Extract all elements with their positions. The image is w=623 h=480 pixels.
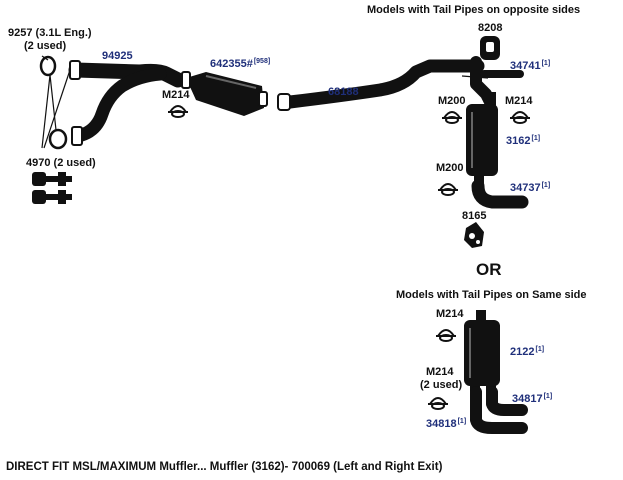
part-34817-number: 34817 (512, 393, 543, 405)
clamp-m214-upper-label: M214 (505, 95, 533, 107)
catalytic-converter-642355 (181, 71, 268, 116)
part-34741-label: 34741[1] (510, 60, 550, 72)
part-68188-label: 68188 (328, 86, 359, 98)
clamp-m214-2used-qty: (2 used) (420, 379, 463, 391)
clamps-upper-shape (442, 111, 530, 124)
tail-pipes-same-side-shape (470, 386, 528, 434)
part-34818-label: 34818[1] (426, 418, 466, 430)
header-opposite-sides: Models with Tail Pipes on opposite sides (367, 4, 581, 16)
part-2122-number: 2122 (510, 346, 535, 358)
gasket-9257-shape (39, 55, 57, 77)
bolt-4970-label: 4970 (2 used) (26, 157, 96, 169)
hanger-8208-shape (480, 36, 500, 60)
clamp-m214-same-side-label: M214 (436, 308, 464, 320)
part-2122-label: 2122[1] (510, 346, 544, 358)
part-642355-label: 642355#[958] (210, 58, 270, 70)
or-divider: OR (476, 260, 502, 279)
hanger-8165-shape (464, 222, 484, 248)
part-34818-number: 34818 (426, 418, 457, 430)
part-34737-note: [1] (541, 182, 551, 189)
y-pipe-94925 (68, 62, 186, 143)
pipe-68188-joint (277, 93, 291, 111)
muffler-2122-shape (464, 310, 500, 394)
bolts-4970-shape (32, 172, 72, 204)
diagram-caption: DIRECT FIT MSL/MAXIMUM Muffler... Muffle… (6, 461, 443, 473)
part-3162-note: [1] (531, 135, 541, 142)
label-9257: 9257 (3.1L Eng.) (8, 27, 92, 39)
part-34741-note: [1] (541, 60, 551, 67)
clamp-m214-left-label: M214 (162, 89, 190, 101)
clamp-m200-upper-label: M200 (438, 95, 466, 107)
part-34737-number: 34737 (510, 182, 541, 194)
hanger-8165-label: 8165 (462, 210, 487, 222)
tail-pipe-34737-shape (471, 179, 529, 209)
label-9257-qty: (2 used) (24, 40, 67, 52)
part-2122-note: [1] (535, 346, 545, 353)
part-642355-number: 642355# (210, 58, 253, 70)
clamp-m200-lower-shape (438, 183, 458, 196)
callout-lines (41, 55, 489, 149)
part-94925-label: 94925 (102, 50, 133, 62)
part-34818-note: [1] (457, 418, 467, 425)
clamps-lower-shape (428, 329, 456, 410)
header-same-side: Models with Tail Pipes on Same side (396, 289, 587, 301)
part-34741-number: 34741 (510, 60, 541, 72)
clamp-m214-left-shape (168, 105, 188, 118)
part-642355-note: [958] (253, 58, 271, 65)
muffler-3162-shape (466, 92, 498, 186)
part-3162-label: 3162[1] (506, 135, 540, 147)
clamp-m214-2used-label: M214 (426, 366, 454, 378)
part-34737-label: 34737[1] (510, 182, 550, 194)
clamp-m200-lower-label: M200 (436, 162, 464, 174)
flange-gasket-shape (48, 128, 68, 150)
hanger-8208-label: 8208 (478, 22, 503, 34)
y-pipe-flanges (69, 60, 83, 146)
part-34817-label: 34817[1] (512, 393, 552, 405)
part-3162-number: 3162 (506, 135, 531, 147)
part-34817-note: [1] (543, 393, 553, 400)
